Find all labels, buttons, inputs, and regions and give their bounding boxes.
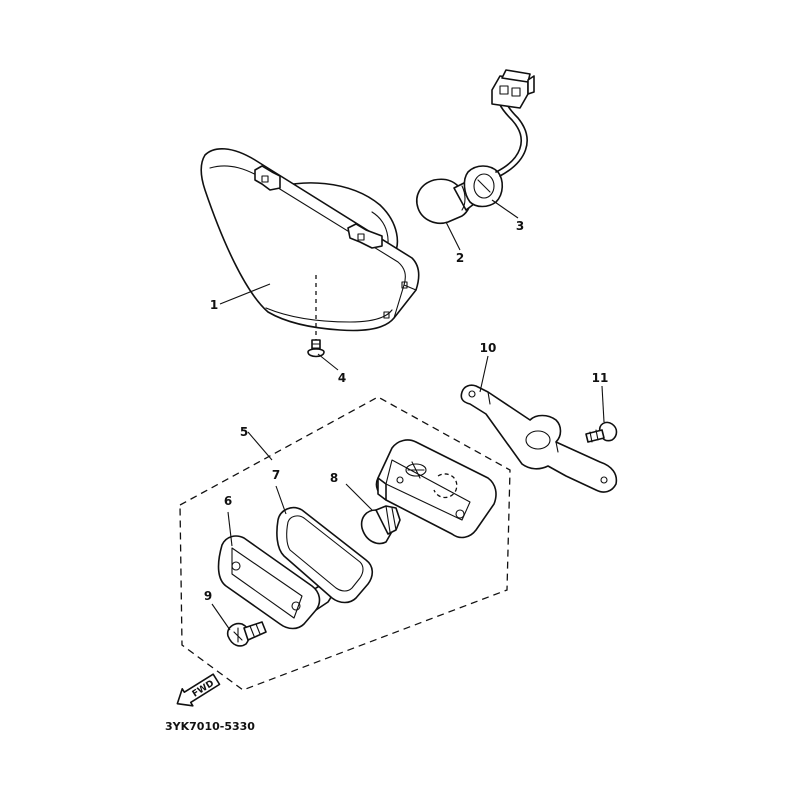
forward-direction-arrow: FWD <box>176 673 221 707</box>
drawing-code: 3YK7010-5330 <box>165 720 255 733</box>
callout-7: 7 <box>272 468 280 482</box>
bracket-part-10 <box>460 384 618 493</box>
screw-part-9 <box>226 621 267 647</box>
license-bulb-part-8 <box>360 505 401 545</box>
leader-lines <box>211 199 605 631</box>
callout-2: 2 <box>456 251 464 265</box>
callout-11: 11 <box>592 371 609 385</box>
tail-light-lens-part <box>200 148 420 340</box>
callout-6: 6 <box>224 494 232 508</box>
callout-1: 1 <box>210 298 218 312</box>
callout-10: 10 <box>480 341 497 355</box>
screw-part-4 <box>307 339 325 358</box>
callout-3: 3 <box>516 219 524 233</box>
screw-part-11 <box>585 421 618 443</box>
callout-8: 8 <box>330 471 338 485</box>
callout-5: 5 <box>240 425 248 439</box>
license-light-housing <box>375 439 497 539</box>
callout-9: 9 <box>204 589 212 603</box>
callout-4: 4 <box>338 371 346 385</box>
license-light-assembly-outline <box>179 396 511 691</box>
socket-cord-part-3 <box>463 69 535 208</box>
gasket-part-7 <box>276 506 374 604</box>
